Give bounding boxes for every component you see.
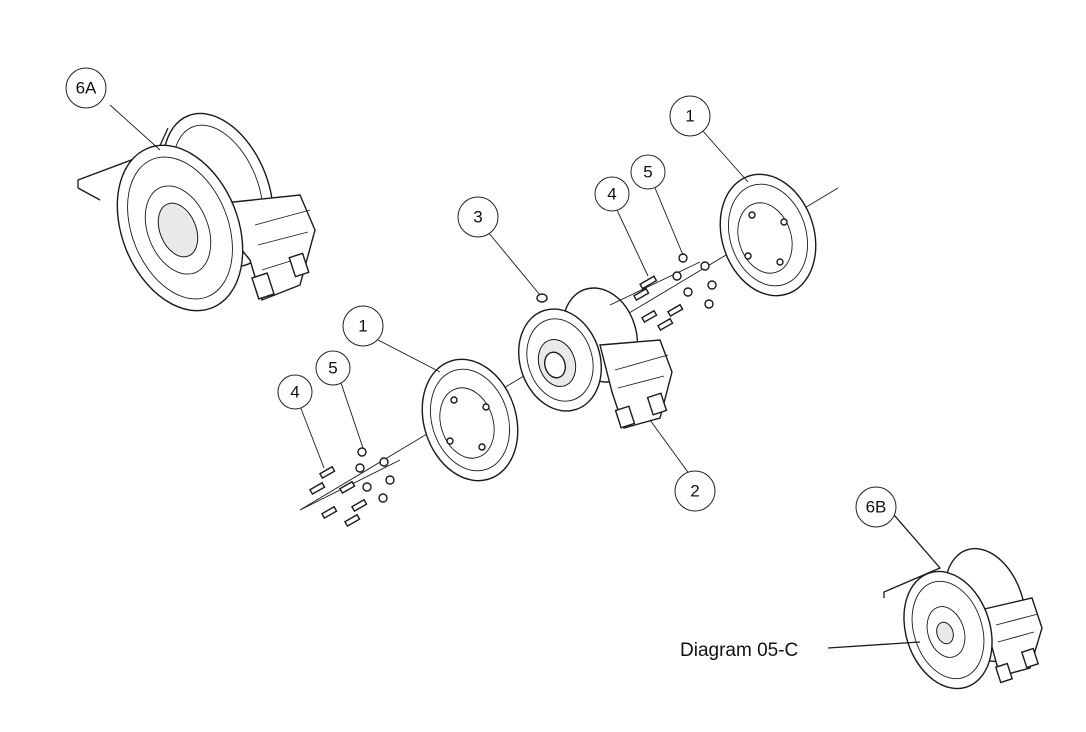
callout-3: 3: [457, 196, 499, 238]
callout-2: 2: [674, 470, 716, 512]
svg-text:4: 4: [607, 185, 616, 204]
callout-6b: 6B: [855, 486, 897, 528]
part-3-fitting: [536, 293, 548, 303]
svg-text:5: 5: [328, 359, 337, 378]
callout-4-left: 4: [277, 374, 313, 410]
assembly-6a: [77, 112, 316, 312]
svg-text:6A: 6A: [76, 79, 97, 98]
svg-text:3: 3: [473, 208, 482, 227]
callout-4-top: 4: [594, 176, 630, 212]
svg-text:1: 1: [358, 317, 367, 336]
callout-1-top: 1: [669, 95, 711, 137]
fasteners-left: [299, 447, 401, 528]
svg-text:2: 2: [690, 482, 699, 501]
diagram-reference-label: Diagram 05-C: [680, 640, 798, 661]
assembly-6b: [827, 507, 1043, 690]
callout-5-top: 5: [630, 154, 666, 190]
part-1-top-ring: [719, 173, 817, 297]
part-2-hub: [518, 287, 673, 429]
part-1-left-ring: [421, 358, 519, 482]
callout-6a: 6A: [65, 67, 107, 109]
leader-lines: [109, 104, 749, 476]
svg-text:1: 1: [685, 107, 694, 126]
fasteners-top: [609, 253, 717, 332]
svg-text:5: 5: [643, 163, 652, 182]
svg-text:4: 4: [290, 383, 299, 402]
svg-text:6B: 6B: [866, 498, 887, 517]
callout-1-left: 1: [342, 305, 384, 347]
callout-5-left: 5: [315, 350, 351, 386]
